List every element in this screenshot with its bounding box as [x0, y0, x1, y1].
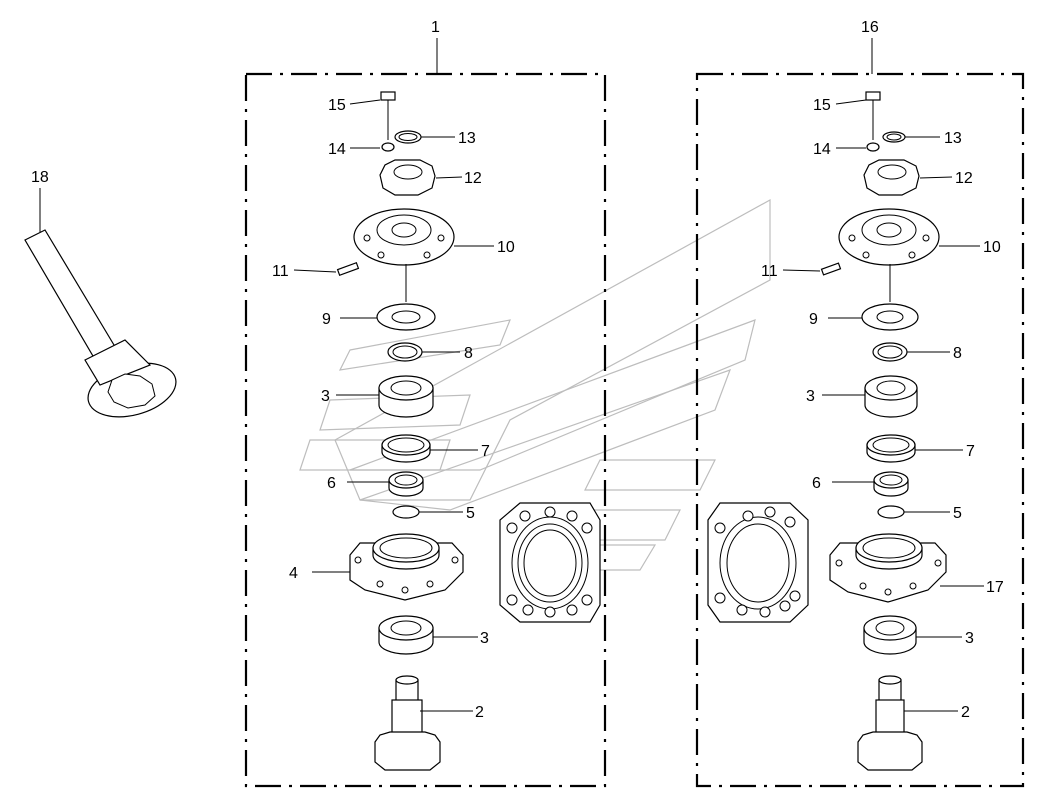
callout-left-11: 11 [272, 263, 289, 280]
callout-right-14: 14 [813, 141, 831, 158]
callout-tool: 18 [31, 169, 49, 186]
callout-right-8: 8 [953, 345, 962, 362]
callout-right-17: 17 [986, 579, 1004, 596]
left-parts: 15 14 13 12 10 11 9 [272, 91, 515, 771]
callout-right-15: 15 [813, 97, 831, 114]
callout-right-12: 12 [955, 170, 973, 187]
right-parts: 15 14 13 12 10 11 9 8 3 [761, 91, 1004, 771]
callout-left-7: 7 [481, 443, 490, 460]
flange-face-view-2 [707, 502, 809, 623]
callout-left-6: 6 [327, 475, 336, 492]
callout-left-3a: 3 [321, 388, 330, 405]
callout-left-9: 9 [322, 311, 331, 328]
callout-right-7: 7 [966, 443, 975, 460]
callout-right-3b: 3 [965, 630, 974, 647]
callout-right-9: 9 [809, 311, 818, 328]
assembly-number-right: 16 [861, 19, 879, 36]
callout-left-14: 14 [328, 141, 346, 158]
callout-left-2: 2 [475, 704, 484, 721]
callout-left-10: 10 [497, 239, 515, 256]
callout-left-3b: 3 [480, 630, 489, 647]
callout-left-12: 12 [464, 170, 482, 187]
assembly-number-left: 1 [431, 19, 440, 36]
callout-right-5: 5 [953, 505, 962, 522]
callout-left-13: 13 [458, 130, 476, 147]
callout-right-10: 10 [983, 239, 1001, 256]
callout-left-15: 15 [328, 97, 346, 114]
callout-right-11: 11 [761, 263, 778, 280]
callout-right-6: 6 [812, 475, 821, 492]
callout-right-2: 2 [961, 704, 970, 721]
callout-left-8: 8 [464, 345, 473, 362]
flange-face-view-1 [499, 502, 601, 623]
assembly-frame-right: 16 [695, 19, 1025, 788]
callout-left-4: 4 [289, 565, 298, 582]
callout-right-13: 13 [944, 130, 962, 147]
callout-right-3a: 3 [806, 388, 815, 405]
callout-left-5: 5 [466, 505, 475, 522]
spanner-tool: 18 [24, 169, 177, 418]
assembly-frame-left: 1 [244, 19, 607, 788]
